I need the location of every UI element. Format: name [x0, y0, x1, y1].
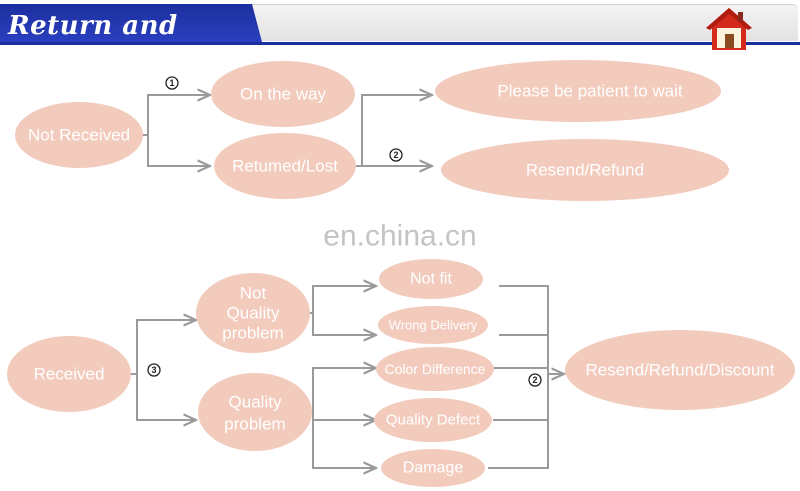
- svg-text:Color Difference: Color Difference: [385, 361, 486, 377]
- marker-2-bottom: 2: [528, 373, 542, 387]
- svg-text:3: 3: [151, 365, 156, 375]
- node-not-received: Not Received: [15, 102, 143, 168]
- page-title: Return and refund: [8, 11, 178, 71]
- marker-1: 1: [165, 76, 179, 90]
- home-icon[interactable]: [704, 6, 754, 52]
- node-not-quality-problem: Not Quality problem: [196, 273, 310, 353]
- node-color-difference: Color Difference: [376, 347, 494, 391]
- node-resend-refund-discount: Resend/Refund/Discount: [565, 330, 795, 410]
- svg-text:problem: problem: [222, 324, 283, 343]
- header-underline: [0, 42, 800, 45]
- node-on-the-way: On the way: [211, 61, 355, 127]
- header-title-banner: Return and refund: [0, 4, 262, 42]
- svg-text:Not: Not: [240, 284, 267, 303]
- svg-text:Quality: Quality: [229, 393, 282, 412]
- node-resend-refund: Resend/Refund: [441, 139, 729, 201]
- svg-text:Quality: Quality: [227, 304, 280, 323]
- marker-2-top: 2: [389, 148, 403, 162]
- node-received: Received: [7, 336, 131, 412]
- svg-text:1: 1: [169, 78, 174, 88]
- node-damage: Damage: [381, 449, 485, 487]
- node-wrong-delivery: Wrong Delivery: [378, 306, 488, 344]
- node-please-be-patient: Please be patient to wait: [435, 60, 721, 122]
- bottom-connectors: [115, 286, 564, 468]
- svg-text:On the way: On the way: [240, 85, 326, 104]
- svg-text:Please be patient to wait: Please be patient to wait: [497, 82, 683, 101]
- svg-text:2: 2: [532, 375, 537, 385]
- node-quality-problem: Quality problem: [198, 373, 312, 451]
- svg-text:Not fit: Not fit: [410, 271, 452, 288]
- svg-text:2: 2: [393, 150, 398, 160]
- top-connectors: [141, 95, 432, 166]
- svg-text:Resend/Refund/Discount: Resend/Refund/Discount: [585, 361, 774, 380]
- node-not-fit: Not fit: [379, 259, 483, 299]
- svg-text:Not Received: Not Received: [28, 126, 130, 145]
- header: Return and refund: [0, 0, 800, 50]
- watermark: en.china.cn: [323, 220, 476, 253]
- svg-text:Retumed/Lost: Retumed/Lost: [232, 157, 338, 176]
- node-quality-defect: Quality Defect: [374, 398, 492, 442]
- marker-3: 3: [147, 363, 161, 377]
- svg-text:Received: Received: [34, 365, 105, 384]
- svg-text:Resend/Refund: Resend/Refund: [526, 161, 644, 180]
- header-bar: [252, 4, 798, 41]
- svg-text:Quality Defect: Quality Defect: [386, 412, 481, 429]
- svg-text:Damage: Damage: [403, 460, 464, 477]
- svg-text:problem: problem: [224, 415, 285, 434]
- svg-text:Wrong Delivery: Wrong Delivery: [389, 318, 478, 333]
- node-returned-lost: Retumed/Lost: [214, 133, 356, 199]
